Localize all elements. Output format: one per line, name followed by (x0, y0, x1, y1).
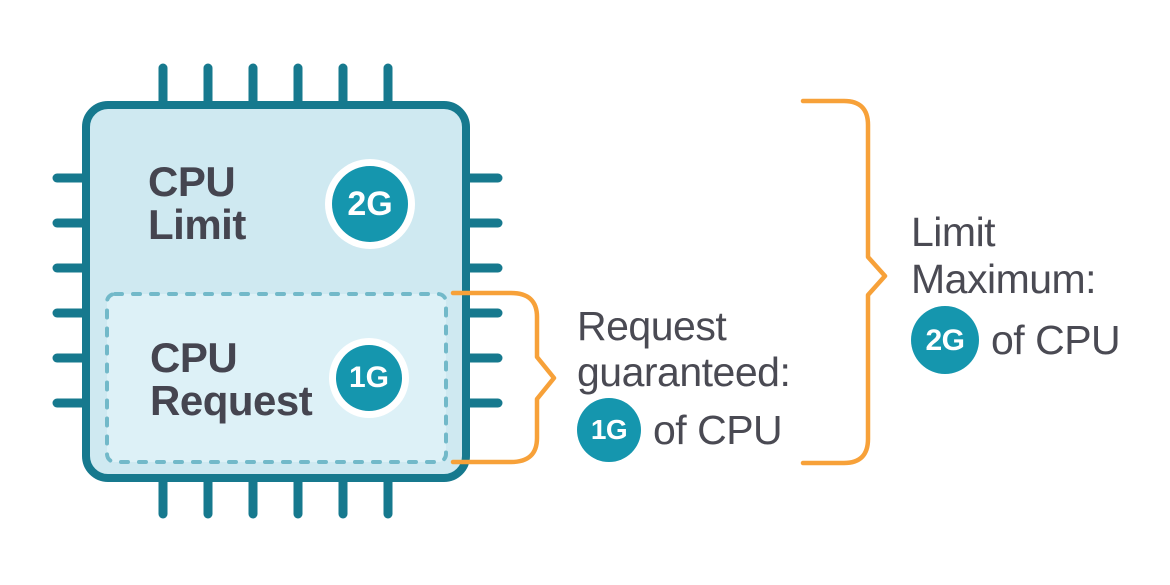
chip-bottom-pins (158, 471, 393, 519)
cpu-request-value-badge: 1G (336, 345, 402, 411)
cpu-limit-value-badge: 2G (332, 166, 408, 242)
limit-annotation-line2: Maximum: (911, 256, 1097, 302)
request-annotation: Request guaranteed: 1G of CPU (577, 303, 791, 462)
limit-annotation-value-row: 2G of CPU (911, 306, 1121, 374)
request-annotation-suffix: of CPU (653, 407, 783, 453)
request-annotation-value-row: 1G of CPU (577, 398, 790, 462)
cpu-limit-label-line1: CPU (148, 158, 236, 205)
cpu-limit-label: CPU Limit (148, 160, 246, 246)
limit-annotation-line1: Limit (911, 209, 996, 255)
limit-annotation-badge: 2G (911, 306, 979, 374)
limit-annotation-suffix: of CPU (991, 316, 1121, 363)
limit-annotation: Limit Maximum: 2G of CPU (911, 209, 1121, 374)
cpu-request-region (105, 292, 448, 464)
request-annotation-line2: guaranteed: (577, 349, 791, 395)
cpu-chip-icon (52, 63, 503, 519)
request-annotation-badge: 1G (577, 398, 641, 462)
limit-brace-icon (800, 98, 888, 466)
cpu-limit-label-line2: Limit (148, 201, 246, 248)
request-annotation-line1: Request (577, 303, 727, 349)
cpu-request-label-line2: Request (150, 377, 313, 424)
cpu-request-label: CPU Request (150, 334, 313, 424)
request-brace-icon (450, 290, 557, 465)
cpu-request-label-line1: CPU (150, 334, 238, 381)
